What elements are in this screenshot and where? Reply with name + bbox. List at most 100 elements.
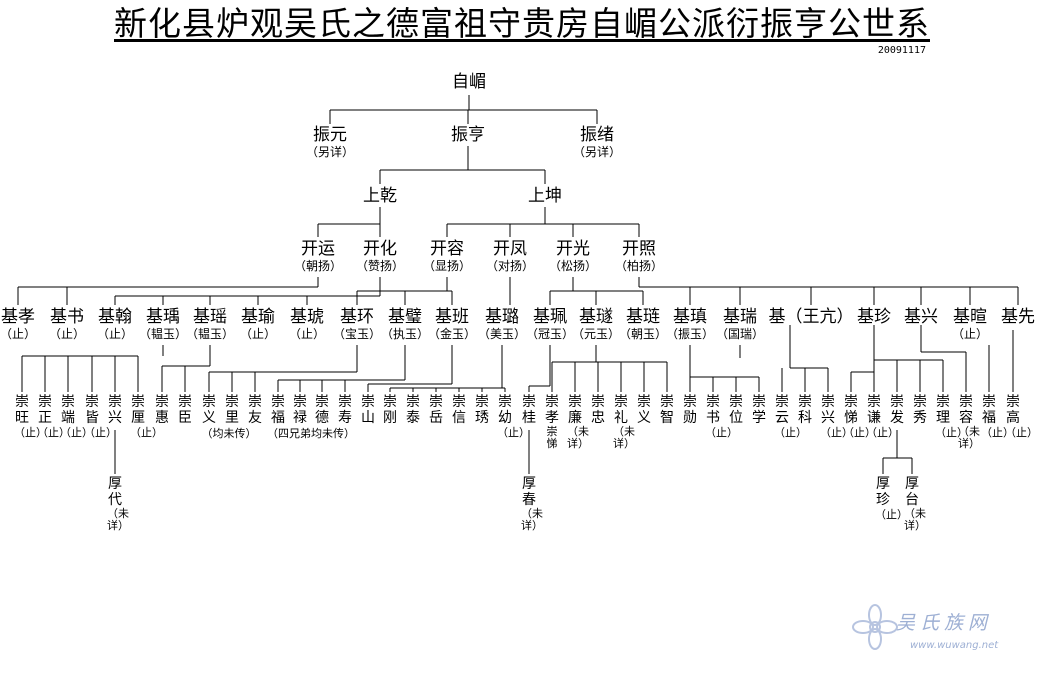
person-jishu: 基书 （止） (49, 307, 85, 342)
person-chongli2: 崇里 (224, 394, 240, 426)
person-jilu: 基璐 （美玉） (478, 307, 526, 342)
person-chongxun: 崇勋 (682, 394, 698, 426)
person-chongzhi: 崇智 (659, 394, 675, 426)
person-name: 基琏 (625, 307, 660, 327)
person-jirui: 基瑞 （国瑞） (716, 307, 764, 342)
person-chongfu2: 崇福 （止） (981, 394, 1014, 439)
person-chongyun: 崇云 （止） (774, 394, 807, 439)
person-name: 基孝 (0, 307, 35, 327)
person-jiyu2: 基瑜 （止） (240, 307, 276, 342)
watermark-url: www.wuwang.net (910, 640, 999, 651)
person-jihu: 基琥 （止） (289, 307, 325, 342)
person-jixing: 基兴 (904, 307, 938, 327)
person-chongxing2: 崇兴 （止） (820, 394, 853, 439)
person-jiban: 基班 （金玉） (428, 307, 476, 342)
person-name: 崇禄 (293, 394, 307, 426)
person-name: 基珮 (532, 307, 567, 327)
person-kaizhao: 开照 （柏扬） (615, 239, 663, 274)
person-name: 崇臣 (178, 394, 192, 426)
person-name: 崇科 (798, 394, 812, 426)
person-note: （止） (84, 426, 117, 439)
person-note: （未详） (904, 507, 926, 532)
person-name: 崇义 (202, 394, 216, 426)
person-kaihua: 开化 （赞扬） (356, 239, 404, 274)
person-note: （止） (14, 426, 47, 439)
person-chongwei: 崇位 (728, 394, 744, 426)
person-note: （止） (96, 327, 134, 341)
person-kaifeng: 开凤 （对扬） (486, 239, 534, 274)
person-jisui: 基璲 （元玉） (572, 307, 620, 342)
person-chongshou: 崇寿 (337, 394, 353, 426)
person-name: 基书 (49, 307, 84, 327)
person-chongfu: 崇福 (270, 394, 286, 426)
person-kairong: 开容 （显扬） (423, 239, 471, 274)
person-note: （未详） (613, 425, 635, 450)
person-note: （未详） (958, 425, 980, 450)
person-note: （振玉） (665, 327, 715, 341)
person-note: （元玉） (571, 327, 621, 341)
person-name: 振绪 (579, 125, 614, 145)
person-chongrong: 崇容 （未详） (958, 394, 980, 450)
person-name: 崇书 (706, 394, 720, 426)
person-chongke: 崇科 (797, 394, 813, 426)
person-name: 基璧 (387, 307, 422, 327)
person-name: 崇谦 (867, 394, 881, 426)
person-name: 崇端 (61, 394, 75, 426)
person-jikang: 基（王亢） (769, 307, 854, 327)
person-name: 崇皆 (85, 394, 99, 426)
person-houzhen: 厚珍 （止） (875, 476, 908, 521)
person-zhenyuan: 振元 （另详） (306, 125, 354, 160)
person-name: 崇发 (890, 394, 904, 426)
group-note-none-passed: （均未传） (201, 427, 257, 440)
person-name: 崇岳 (429, 394, 443, 426)
person-name: 崇里 (225, 394, 239, 426)
person-name: 崇福 (982, 394, 996, 426)
person-jixiao: 基孝 （止） (0, 307, 36, 342)
person-chongchen: 崇臣 (177, 394, 193, 426)
person-name: 崇兴 (108, 394, 122, 426)
person-note: （止） (37, 426, 70, 439)
person-jizhen: 基珍 (857, 307, 891, 327)
person-jihuan: 基环 （宝玉） (333, 307, 381, 342)
person-chongxue: 崇学 (751, 394, 767, 426)
person-name: 崇义 (637, 394, 651, 426)
person-name: 崇廉 (568, 394, 582, 426)
person-chonglu: 崇禄 (292, 394, 308, 426)
person-note: （松扬） (548, 259, 598, 273)
person-note: （止） (60, 426, 93, 439)
person-note: （止） (935, 426, 968, 439)
person-chongwang: 崇旺 （止） (14, 394, 47, 439)
person-name: 崇悌 (844, 394, 858, 426)
person-name: 崇寿 (338, 394, 352, 426)
person-name: 开照 (621, 239, 656, 259)
person-name: 上乾 (363, 186, 397, 206)
person-name: 崇勋 (683, 394, 697, 426)
person-chongli3: 崇礼 （未详） (613, 394, 635, 450)
person-name: 开光 (555, 239, 590, 259)
person-note: （执玉） (380, 327, 430, 341)
person-chongyi: 崇义 (201, 394, 217, 426)
person-name: 崇容 (959, 394, 973, 426)
person-chongyi2: 崇义 (636, 394, 652, 426)
person-note: （国瑞） (715, 327, 765, 341)
group-note-four-brothers: （四兄弟均未传） (267, 427, 355, 440)
person-chongde: 崇德 (314, 394, 330, 426)
person-name: 基暄 (952, 307, 987, 327)
person-name: 基瑜 (240, 307, 275, 327)
person-note: （未详） (567, 425, 589, 450)
person-shangkun: 上坤 (528, 186, 562, 206)
person-jixian: 基先 (1001, 307, 1035, 327)
person-chongti: 崇悌 （止） (843, 394, 876, 439)
person-name: 基琥 (289, 307, 324, 327)
person-name: 崇智 (660, 394, 674, 426)
person-name: 厚台 (905, 476, 919, 508)
person-name: 厚珍 (876, 476, 890, 508)
person-name: 基瑶 (192, 307, 227, 327)
person-note: （朝玉） (618, 327, 668, 341)
person-chongxiao: 崇孝 崇悌 (544, 394, 560, 450)
person-note: （止） (705, 426, 738, 439)
person-name: 基班 (434, 307, 469, 327)
person-zhenheng: 振亨 (451, 125, 485, 145)
person-houtai: 厚台 （未详） (904, 476, 926, 532)
person-chongyou2: 崇幼 （止） (497, 394, 530, 439)
